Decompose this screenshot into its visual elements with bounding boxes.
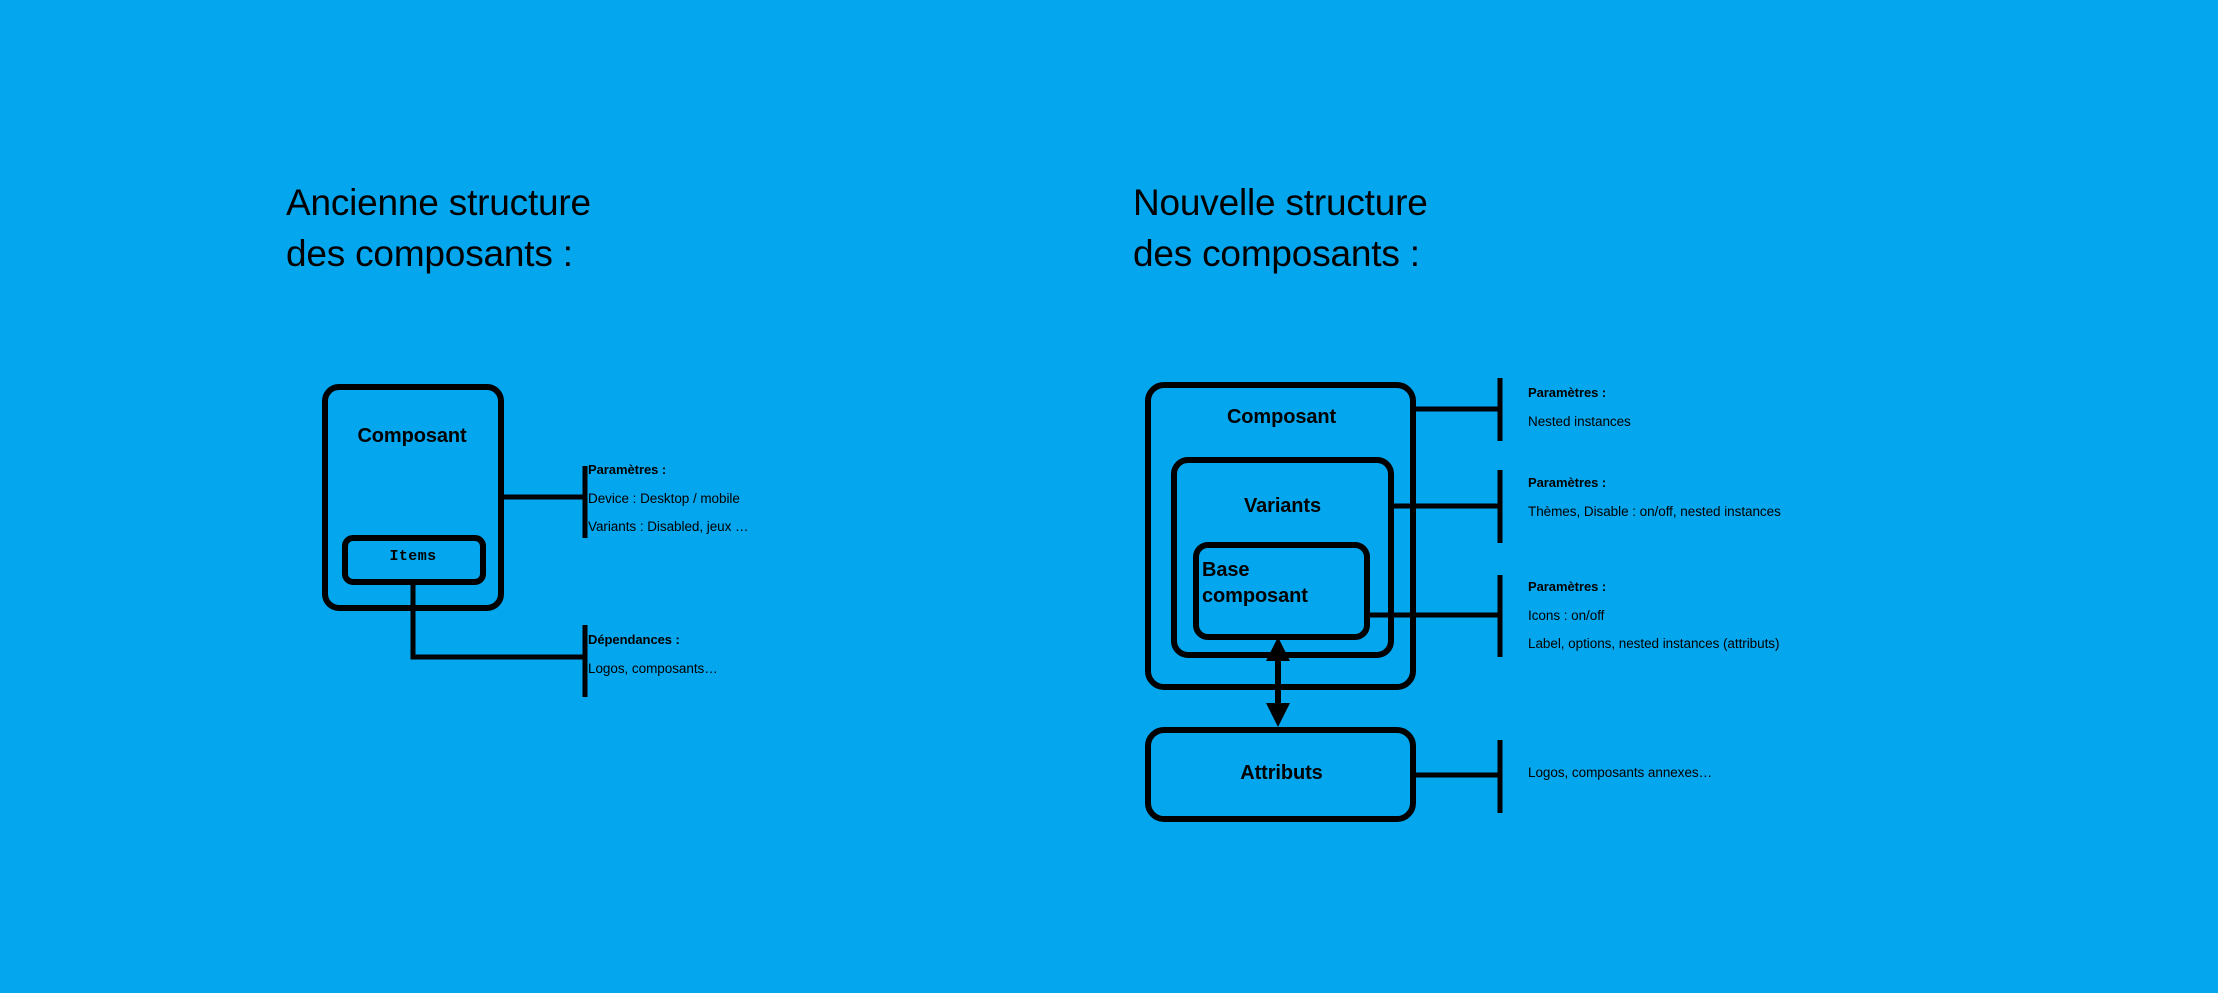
new-attributs-box [1145,727,1416,822]
annotation-line: Label, options, nested instances (attrib… [1528,636,1780,652]
old-items-box [342,535,486,585]
new-base-composant-box [1193,542,1370,640]
heading-new-structure: Nouvelle structure des composants : [1133,182,1428,274]
old-parameters-annotation: Paramètres : Device : Desktop / mobile V… [588,461,858,537]
new-variants-label: Variants [1243,495,1322,517]
annotation-line: Logos, composants annexes… [1528,765,1713,780]
annotation-line: Device : Desktop / mobile [588,490,740,506]
old-composant-label: Composant [357,425,467,447]
new-parameters-3-annotation: Paramètres : Icons : on/off Label, optio… [1528,578,1788,654]
new-attributs-label: Attributs [1240,762,1323,784]
annotation-title: Paramètres : [588,462,667,477]
annotation-line: Nested instances [1528,413,1631,429]
annotation-title: Paramètres : [1528,385,1607,400]
base-attributs-arrow-head-down [1266,703,1290,727]
annotation-line: Icons : on/off [1528,607,1605,623]
annotation-title: Paramètres : [1528,475,1607,490]
base-attributs-arrow-head-up [1266,637,1290,661]
annotation-line: Variants : Disabled, jeux … [588,519,749,535]
annotation-line: Logos, composants… [588,660,718,676]
new-structure-group [1145,378,1503,822]
annotation-title: Dépendances : [588,632,680,647]
new-composant-box [1145,382,1416,690]
new-composant-label: Composant [1226,406,1337,428]
annotation-title: Paramètres : [1528,579,1607,594]
old-composant-box [322,384,504,611]
annotation-line: Thèmes, Disable : on/off, nested instanc… [1528,503,1781,519]
old-structure-group [322,384,588,697]
heading-old-structure: Ancienne structure des composants : [286,182,591,274]
old-items-label: Items [389,548,437,565]
old-dependencies-annotation: Dépendances : Logos, composants… [588,631,858,678]
new-parameters-1-annotation: Paramètres : Nested instances [1528,384,1798,431]
new-parameters-2-annotation: Paramètres : Thèmes, Disable : on/off, n… [1528,474,1798,521]
new-base-composant-label: Base composant [1202,559,1308,607]
new-attributs-annotation: Logos, composants annexes… [1528,763,1798,783]
